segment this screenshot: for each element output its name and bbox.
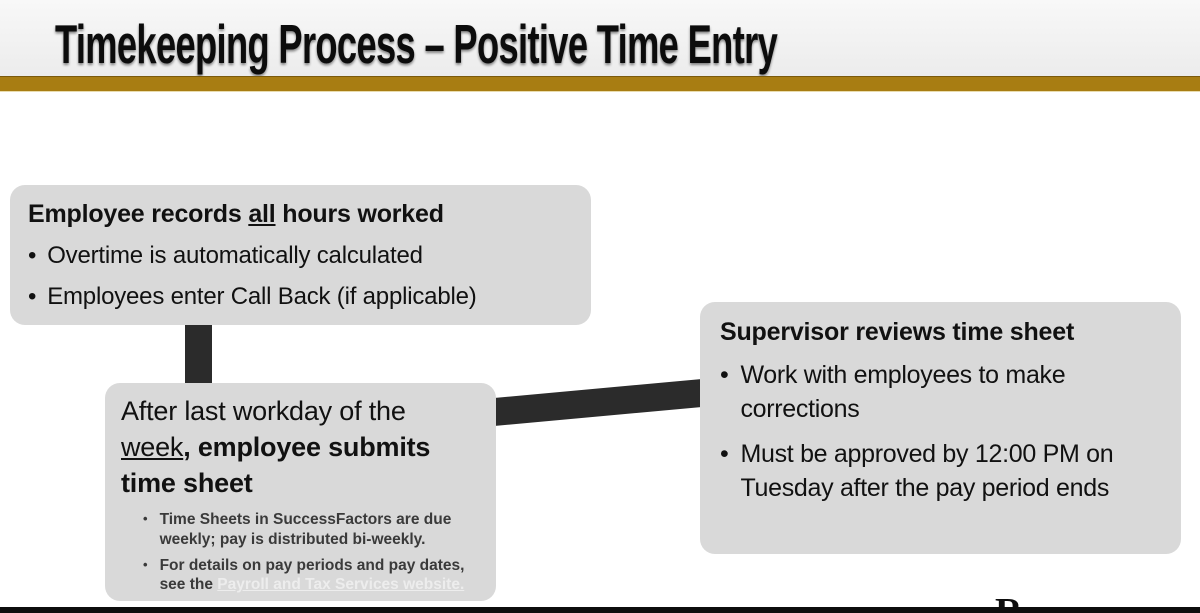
connector-vertical	[185, 320, 212, 390]
bottom-black-bar	[0, 607, 1200, 613]
slide-header: Timekeeping Process – Positive Time Entr…	[0, 0, 1200, 76]
bullet-dot-icon: •	[143, 511, 148, 526]
subbullet-list: • Time Sheets in SuccessFactors are due …	[121, 510, 482, 595]
bullet-item: • Work with employees to make correction…	[720, 358, 1163, 426]
bullet-item: • Must be approved by 12:00 PM on Tuesda…	[720, 437, 1163, 505]
heading-bold-text: employee submits time sheet	[121, 432, 431, 498]
heading-text: After last workday of the	[121, 396, 406, 426]
submit-timesheet-box: After last workday of the week, employee…	[105, 383, 496, 601]
bullet-text: Work with employees to make corrections	[740, 361, 1066, 423]
subbullet-item: • For details on pay periods and pay dat…	[121, 556, 482, 596]
subbullet-item: • Time Sheets in SuccessFactors are due …	[121, 510, 482, 550]
bullet-text: Must be approved by 12:00 PM on Tuesday …	[740, 440, 1114, 502]
bullet-item: • Overtime is automatically calculated	[28, 242, 573, 270]
bullet-text: Overtime is automatically calculated	[47, 242, 423, 269]
heading-underlined-word: week	[121, 432, 184, 462]
connector-horizontal	[494, 379, 702, 426]
gold-divider	[0, 76, 1200, 92]
heading-underlined-word: all	[248, 200, 276, 228]
employee-records-box: Employee records all hours worked • Over…	[10, 185, 591, 325]
submit-timesheet-heading: After last workday of the week, employee…	[121, 393, 481, 501]
subbullet-text: Time Sheets in SuccessFactors are due we…	[159, 511, 452, 548]
bullet-dot-icon: •	[720, 361, 729, 389]
partial-logo-letter: R	[995, 596, 1043, 608]
subbullet-text-prefix: For details on pay periods and pay dates…	[159, 556, 465, 594]
subbullet-text: For details on pay periods and pay dates…	[160, 556, 482, 596]
logo-letter-text: R	[995, 596, 1043, 608]
employee-records-heading: Employee records all hours worked	[28, 200, 573, 229]
heading-text: hours worked	[275, 200, 444, 228]
supervisor-review-heading: Supervisor reviews time sheet	[720, 318, 1075, 346]
bullet-item: • Employees enter Call Back (if applicab…	[28, 283, 573, 311]
heading-text: Employee records	[28, 200, 249, 228]
bullet-dot-icon: •	[28, 242, 37, 269]
bullet-dot-icon: •	[720, 440, 729, 468]
slide-title: Timekeeping Process – Positive Time Entr…	[55, 13, 778, 75]
payroll-tax-services-link[interactable]: Payroll and Tax Services website.	[217, 576, 465, 594]
heading-text: ,	[183, 432, 198, 462]
bullet-dot-icon: •	[143, 556, 148, 572]
supervisor-review-box: Supervisor reviews time sheet • Work wit…	[700, 302, 1181, 554]
bullet-text: Employees enter Call Back (if applicable…	[47, 283, 477, 310]
bullet-dot-icon: •	[28, 283, 37, 310]
